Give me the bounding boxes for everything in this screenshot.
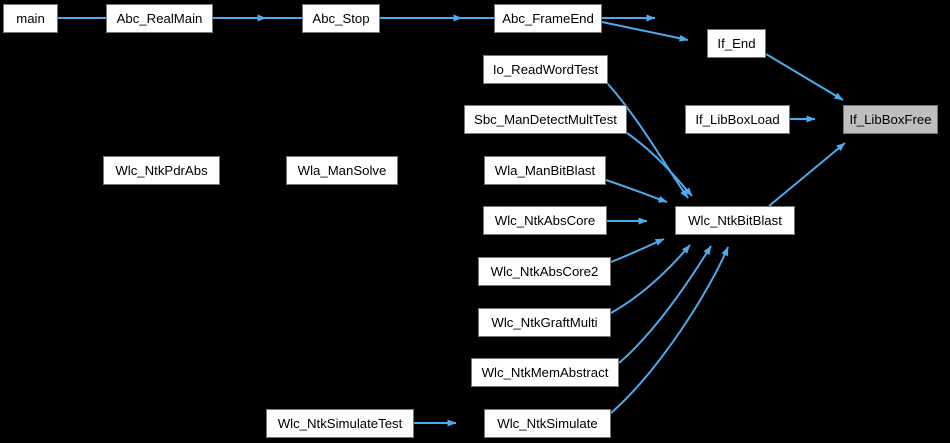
node-io_readwordtest[interactable]: Io_ReadWordTest [483,55,608,84]
node-if_libboxload[interactable]: If_LibBoxLoad [685,105,790,134]
edge-layer [58,14,846,427]
node-abc_realmain[interactable]: Abc_RealMain [106,4,213,33]
node-label-if_end: If_End [717,35,756,51]
node-label-wlc_ntkpdrabs: Wlc_NtkPdrAbs [115,162,208,178]
call-edge-abc_frameend-to-if_end [601,21,689,42]
call-edge-wlc_ntkmemabstract-to-wlc_ntkbitblast [618,245,712,364]
node-label-wla_manbitblast: Wla_ManBitBlast [494,162,596,178]
node-label-wlc_ntkabscore: Wlc_NtkAbsCore [494,212,596,228]
node-wlc_ntkgraftmulti[interactable]: Wlc_NtkGraftMulti [478,308,611,337]
node-wlc_ntkbitblast[interactable]: Wlc_NtkBitBlast [675,206,795,235]
call-edge-io_readwordtest-to-wlc_ntkbitblast [607,83,689,199]
call-edge-wlc_ntkabscore2-to-wlc_ntkbitblast [610,238,665,263]
node-label-if_libboxload: If_LibBoxLoad [695,111,780,127]
call-edge-wla_manbitblast-to-wlc_ntkbitblast [605,179,668,203]
node-wlc_ntkabscore2[interactable]: Wlc_NtkAbsCore2 [478,257,611,286]
node-label-wlc_ntkmemabstract: Wlc_NtkMemAbstract [481,364,609,380]
node-label-sbc_mandetectmulttest: Sbc_ManDetectMultTest [474,111,617,127]
node-sbc_mandetectmulttest[interactable]: Sbc_ManDetectMultTest [464,105,627,134]
node-abc_frameend[interactable]: Abc_FrameEnd [494,4,602,33]
node-label-wlc_ntksimulate: Wlc_NtkSimulate [497,415,598,431]
node-label-wlc_ntksimulatetest: Wlc_NtkSimulateTest [277,415,403,431]
call-edge-wlc_ntkbitblast-to-if_libboxfree [768,142,846,207]
node-label-wla_mansolve: Wla_ManSolve [297,162,387,178]
node-label-io_readwordtest: Io_ReadWordTest [492,61,599,77]
node-if_libboxfree[interactable]: If_LibBoxFree [843,105,938,134]
node-wlc_ntksimulatetest[interactable]: Wlc_NtkSimulateTest [266,409,414,438]
node-wlc_ntkabscore[interactable]: Wlc_NtkAbsCore [483,206,607,235]
node-label-wlc_ntkbitblast: Wlc_NtkBitBlast [688,212,782,228]
node-main[interactable]: main [3,4,58,33]
node-label-abc_realmain: Abc_RealMain [116,10,203,26]
node-if_end[interactable]: If_End [707,29,766,58]
call-edge-wlc_ntksimulate-to-wlc_ntkbitblast [610,246,729,414]
node-label-wlc_ntkabscore2: Wlc_NtkAbsCore2 [490,263,599,279]
node-label-if_libboxfree: If_LibBoxFree [849,111,932,127]
call-edge-if_end-to-if_libboxfree [765,53,844,101]
node-wla_mansolve[interactable]: Wla_ManSolve [286,156,398,185]
node-wlc_ntkpdrabs[interactable]: Wlc_NtkPdrAbs [103,156,220,185]
node-label-abc_frameend: Abc_FrameEnd [502,10,594,26]
node-label-wlc_ntkgraftmulti: Wlc_NtkGraftMulti [491,314,598,330]
node-wlc_ntkmemabstract[interactable]: Wlc_NtkMemAbstract [471,358,619,387]
node-label-abc_stop: Abc_Stop [312,10,370,26]
call-edge-sbc_mandetectmulttest-to-wlc_ntkbitblast [626,132,693,197]
node-label-main: main [16,10,45,26]
call-edge-wlc_ntkgraftmulti-to-wlc_ntkbitblast [610,244,691,314]
node-wla_manbitblast[interactable]: Wla_ManBitBlast [484,156,606,185]
node-wlc_ntksimulate[interactable]: Wlc_NtkSimulate [484,409,611,438]
node-abc_stop[interactable]: Abc_Stop [302,4,380,33]
